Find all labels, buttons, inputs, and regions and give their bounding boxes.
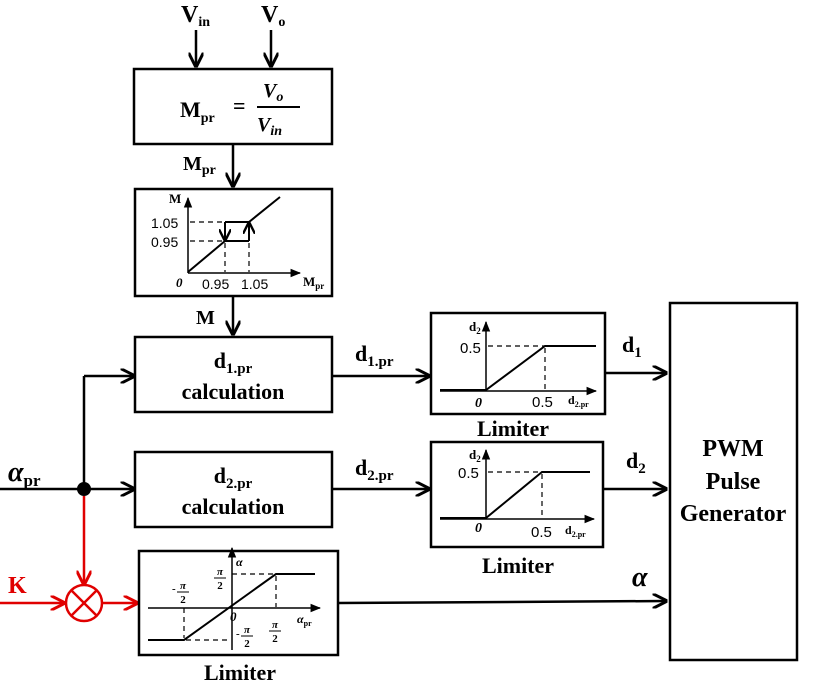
hysteresis-xtick-105: 1.05 — [241, 276, 268, 292]
alpha-limiter-ytick-neg-sign: - — [236, 628, 240, 640]
limiter-d2-curve — [440, 471, 590, 519]
hysteresis-ytick-105: 1.05 — [151, 215, 178, 231]
hysteresis-x-label: Mpr — [303, 274, 324, 291]
alpha-limiter-origin: 0 — [230, 609, 237, 624]
alpha-pr-label: αpr — [8, 457, 41, 490]
d1-label: d1 — [622, 332, 642, 361]
hysteresis-block — [133, 187, 334, 298]
limiter-d1-x-tick: 0.5 — [532, 394, 553, 411]
ratio-denominator: Vin — [257, 114, 282, 139]
pwm-line1: PWM — [702, 436, 763, 462]
pwm-generator-block — [668, 301, 799, 662]
m-label: M — [196, 307, 215, 329]
vo-label: Vo — [261, 2, 285, 30]
alpha-limiter-xtick-neg-den: 2 — [180, 594, 186, 606]
ratio-lhs: Mpr — [180, 97, 215, 126]
d1-calculation-title: d1.pr — [214, 348, 253, 377]
limiter-d1-caption: Limiter — [477, 416, 549, 441]
multiplier-icon — [64, 583, 104, 623]
limiter-d2-x-label: d2.pr — [565, 523, 586, 539]
pwm-line2: Pulse — [706, 469, 761, 495]
alpha-label: α — [632, 562, 648, 593]
limiter-d2-caption: Limiter — [482, 553, 554, 578]
ratio-numerator: Vo — [263, 80, 283, 105]
alpha-limiter-ytick-neg-den: 2 — [244, 638, 250, 650]
alpha-limiter-guides — [183, 573, 277, 641]
alpha-limiter-xtick-pos-num: π — [272, 619, 279, 631]
d2pr-label: d2.pr — [355, 455, 394, 484]
limiter-d1-x-label: d2.pr — [568, 393, 589, 409]
limiter-d1-guides — [488, 345, 546, 390]
limiter-d2-x-tick: 0.5 — [531, 524, 552, 541]
limiter-d1-y-tick: 0.5 — [460, 340, 481, 357]
d2-label: d2 — [626, 448, 646, 477]
d2-calculation-line2: calculation — [182, 494, 285, 519]
vin-label: Vin — [181, 2, 210, 30]
alpha-limiter-y-label: α — [236, 555, 243, 569]
limiter-d2-block — [429, 440, 605, 549]
limiter-d2-guides — [488, 471, 543, 518]
limiter-d2-origin: 0 — [475, 521, 482, 536]
hysteresis-origin: 0 — [176, 275, 183, 290]
d1pr-label: d1.pr — [355, 341, 394, 370]
k-gain-label: K — [8, 573, 27, 599]
mpr-label: Mpr — [183, 153, 216, 178]
ratio-equals: = — [233, 93, 246, 118]
d2-calculation-title: d2.pr — [214, 463, 253, 492]
limiter-d1-origin: 0 — [475, 396, 482, 411]
hysteresis-ytick-095: 0.95 — [151, 234, 178, 250]
alpha-limiter-ytick-pos-den: 2 — [217, 580, 223, 592]
alpha-limiter-curve — [148, 573, 315, 641]
alpha-limiter-xtick-neg-num: π — [180, 580, 187, 592]
pwm-line3: Generator — [680, 501, 787, 527]
alpha-limiter-xtick-neg-sign: - — [172, 583, 176, 595]
alpha-limiter-x-label: αpr — [297, 612, 312, 628]
alpha-output-arrow — [337, 601, 666, 603]
alpha-limiter-block — [137, 549, 340, 657]
alpha-limiter-xtick-pos-den: 2 — [272, 633, 278, 645]
d1-calculation-line2: calculation — [182, 379, 285, 404]
alpha-limiter-ytick-pos-num: π — [217, 566, 224, 578]
limiter-d1-block — [429, 311, 607, 416]
alpha-limiter-caption: Limiter — [204, 660, 276, 685]
hysteresis-guides — [190, 221, 250, 272]
limiter-d1-y-label: d2 — [469, 319, 481, 336]
limiter-d1-curve — [440, 345, 596, 391]
alpha-limiter-ytick-neg-num: π — [244, 624, 251, 636]
hysteresis-y-label: M — [169, 191, 181, 206]
limiter-d2-y-label: d2 — [469, 447, 481, 464]
limiter-d2-y-tick: 0.5 — [458, 465, 479, 482]
hysteresis-xtick-095: 0.95 — [202, 276, 229, 292]
